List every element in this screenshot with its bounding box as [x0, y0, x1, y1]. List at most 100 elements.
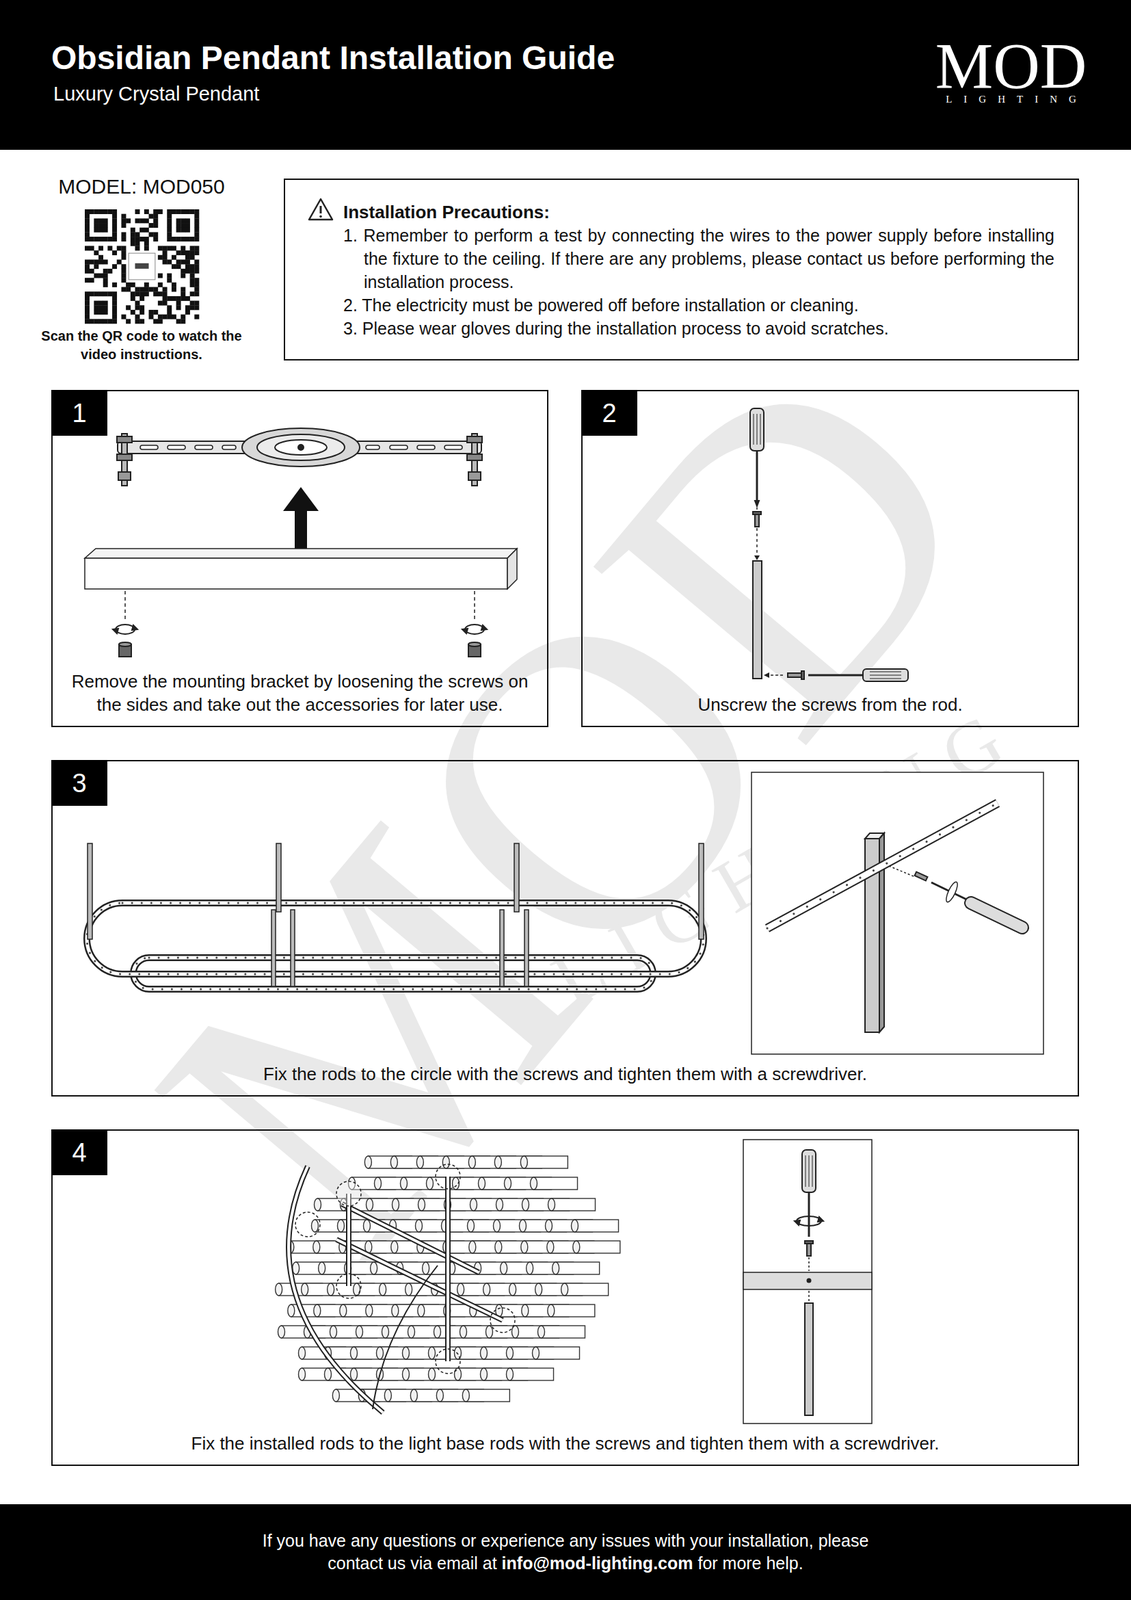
qr-module	[180, 209, 186, 215]
qr-module	[107, 291, 113, 297]
crystal-tube	[551, 1304, 595, 1317]
base-frame	[445, 1176, 451, 1361]
precautions-box: Installation Precautions:1. Remember to …	[283, 178, 1080, 361]
detail-inset	[804, 1302, 814, 1415]
step-caption: Fix the rods to the circle with the scre…	[66, 1061, 1064, 1086]
crystal-tube	[494, 1155, 502, 1168]
logo-tagline: LIGHTING	[916, 92, 1106, 106]
crystal-tube	[313, 1304, 321, 1317]
qr-module	[121, 314, 126, 320]
crystal-tube	[509, 1282, 517, 1296]
crystal-tube	[495, 1240, 502, 1253]
qr-module	[153, 309, 158, 315]
model-label: MODEL: MOD050	[38, 175, 245, 199]
qr-module	[194, 287, 199, 292]
crystal-tube	[365, 1304, 373, 1317]
qr-module	[180, 291, 186, 297]
crystal-tube	[504, 1176, 512, 1190]
qr-module	[125, 304, 131, 310]
bracket-screws	[112, 628, 119, 634]
mounting-bracket	[468, 471, 481, 481]
warning-icon	[320, 205, 323, 214]
qr-module	[176, 300, 182, 306]
crystal-tube	[534, 1176, 578, 1190]
warning-icon	[309, 198, 333, 220]
qr-module	[121, 231, 126, 237]
crystal-tube	[374, 1176, 382, 1190]
screwdriver	[753, 413, 755, 445]
qr-module	[190, 236, 195, 242]
logo-wordmark: MOD	[916, 34, 1106, 100]
crystal-tube	[531, 1346, 580, 1359]
rod-screw	[754, 514, 760, 527]
side-screwdriver	[862, 668, 909, 682]
qr-module	[194, 231, 199, 237]
frame-rods	[698, 843, 704, 939]
qr-module	[144, 282, 150, 288]
qr-module	[134, 236, 140, 242]
qr-module	[121, 245, 126, 251]
qr-module	[130, 309, 136, 315]
qr-module	[185, 218, 191, 223]
qr-module	[130, 291, 136, 297]
qr-module	[112, 209, 117, 215]
qr-module	[171, 282, 177, 288]
step-number: 3	[71, 769, 87, 797]
crystal-tube	[298, 1367, 306, 1380]
side-screwdriver	[869, 678, 902, 680]
qr-module	[190, 277, 195, 283]
bracket-screws	[124, 590, 126, 619]
step-caption: Remove the mounting bracket by loosening…	[66, 669, 534, 716]
qr-module	[180, 250, 186, 256]
qr-module	[84, 214, 90, 219]
mounting-bracket	[116, 428, 483, 486]
qr-module	[98, 218, 104, 223]
qr-module	[166, 259, 172, 264]
qr-module	[180, 259, 186, 264]
crystal-tube	[350, 1367, 358, 1380]
crystal-tube	[531, 1346, 539, 1359]
base-frame	[346, 1193, 352, 1286]
base-frame	[336, 1180, 362, 1206]
qr-module	[103, 318, 109, 324]
qr-module	[89, 268, 95, 274]
qr-module	[84, 218, 90, 223]
qr-module	[103, 209, 109, 215]
subtitle: Luxury Crystal Pendant	[53, 82, 260, 106]
crystal-tube	[537, 1325, 545, 1338]
qr-module	[166, 314, 172, 320]
qr-module	[176, 222, 182, 228]
qr-module	[121, 277, 126, 283]
qr-caption: Scan the QR code to watch the video inst…	[38, 326, 245, 364]
detail-inset	[807, 1278, 811, 1283]
qr-module	[171, 255, 177, 260]
detail-inset	[808, 1154, 810, 1187]
qr-module	[157, 245, 163, 251]
qr-module	[121, 255, 126, 260]
crystal-tube	[364, 1155, 372, 1168]
qr-module	[139, 296, 145, 301]
qr-module	[157, 300, 163, 306]
qr-module	[194, 291, 199, 297]
qr-module	[139, 287, 145, 292]
qr-module	[190, 282, 195, 288]
step-number: 4	[71, 1138, 87, 1166]
qr-module	[116, 245, 122, 251]
crystal-tube	[570, 1219, 578, 1232]
crystal-tube	[506, 1346, 513, 1359]
qr-module	[194, 304, 199, 310]
qr-module	[93, 309, 99, 315]
frame-rods	[524, 909, 529, 987]
frame-rods	[290, 909, 295, 987]
crystal-tube	[454, 1346, 461, 1359]
qr-module	[121, 263, 126, 269]
qr-module	[98, 255, 104, 260]
crystal-tube	[350, 1346, 357, 1359]
crystal-tube	[459, 1325, 467, 1338]
crystal-tube	[547, 1198, 595, 1211]
qr-module	[190, 250, 195, 256]
crystal-tube	[537, 1325, 585, 1338]
precaution-item: 1. Remember to perform a test by connect…	[343, 223, 1055, 294]
qr-module	[139, 218, 145, 223]
crystal-tube	[469, 1240, 476, 1253]
